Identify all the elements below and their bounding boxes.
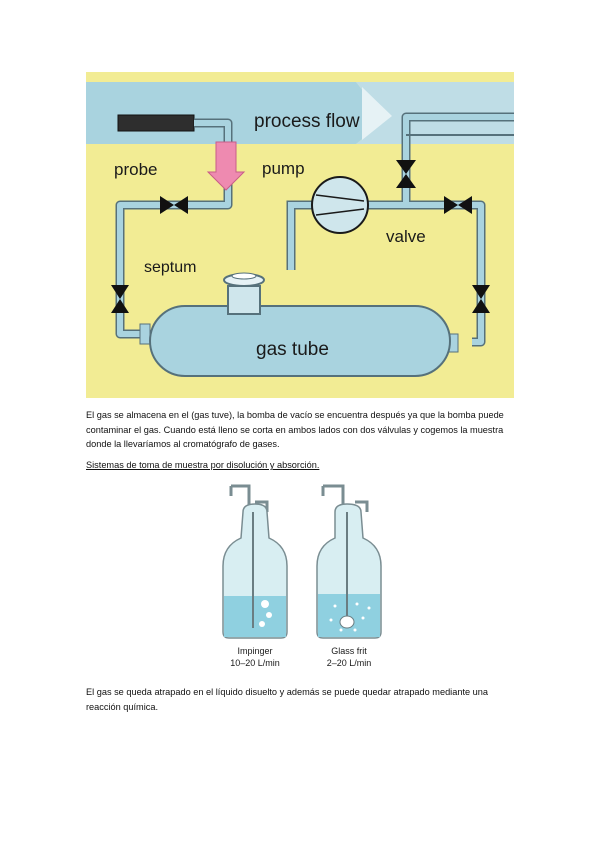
valve-left-top [160, 196, 174, 214]
pump [311, 176, 369, 234]
glass-frit-rate: 2–20 L/min [327, 658, 372, 668]
process-flow-arrow [362, 87, 392, 140]
gas-tube [149, 305, 451, 377]
glass-frit: Glass frit 2–20 L/min [316, 484, 382, 668]
valve-right-top [396, 160, 416, 174]
section-heading: Sistemas de toma de muestra por disoluci… [86, 460, 320, 470]
impinger-rate: 10–20 L/min [230, 658, 280, 668]
valve-right-middle [444, 196, 458, 214]
valve-right-bottom [472, 285, 490, 299]
frit [339, 615, 355, 629]
glass-frit-liquid [318, 594, 380, 637]
valve-left-bottom [111, 285, 129, 299]
pump-label: pump [262, 159, 305, 178]
septum-neck [227, 285, 261, 315]
caption-1: El gas se almacena en el (gas tuve), la … [86, 410, 504, 449]
process-flow-label: process flow [254, 111, 360, 132]
probe-label: probe [114, 160, 157, 179]
caption-2: El gas se queda atrapado en el líquido d… [86, 687, 488, 712]
gas-sampling-diagram: process flow probe pump valve gas tube s… [86, 72, 514, 398]
glass-frit-label: Glass frit [331, 646, 367, 656]
absorption-samplers-diagram: Impinger 10–20 L/min Glass frit 2–20 L/m… [222, 484, 382, 668]
valve-label: valve [386, 227, 426, 246]
probe [117, 114, 195, 132]
impinger-label: Impinger [237, 646, 272, 656]
impinger-liquid [224, 596, 286, 637]
gas-tube-label: gas tube [256, 339, 329, 360]
flow-arrow [206, 141, 246, 191]
impinger: Impinger 10–20 L/min [222, 484, 288, 668]
septum-label: septum [144, 259, 196, 276]
